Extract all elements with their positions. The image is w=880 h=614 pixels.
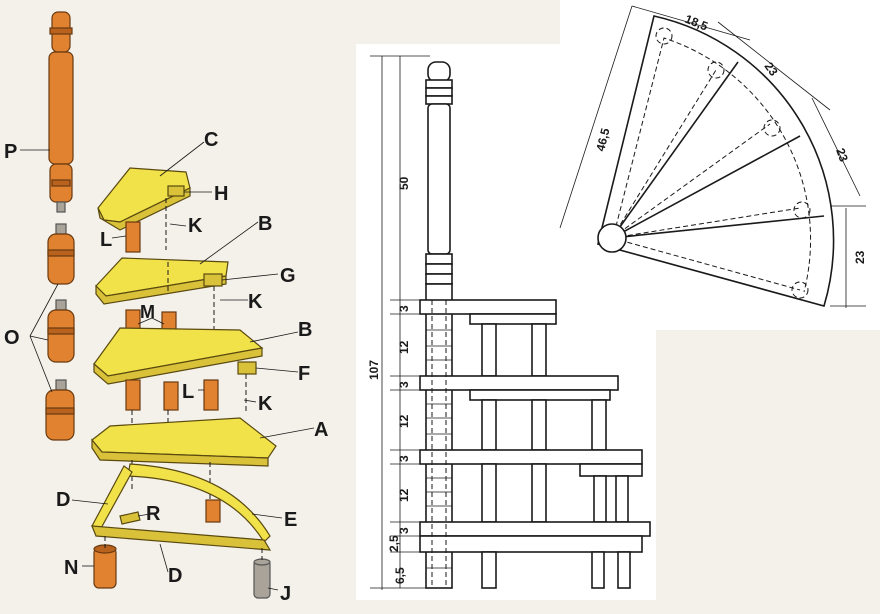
label-b-upper: B [258, 213, 272, 235]
side-tread-3 [419, 449, 643, 523]
part-labels: P C H L K B G K O M B F L K A D R E N D … [4, 129, 328, 605]
label-p: P [4, 141, 17, 163]
label-f: F [298, 363, 310, 385]
board-c [97, 167, 191, 253]
post-segments-o [45, 223, 75, 441]
label-d-left: D [56, 489, 70, 511]
plan-view: 46,5 18,5 23 23 23 [559, 0, 880, 330]
frame-base [91, 463, 272, 599]
label-b-lower: B [298, 319, 312, 341]
exploded-view: P C H L K B G K O M B F L K A D R E N D … [4, 11, 328, 605]
board-b-upper [95, 257, 229, 330]
dim-gap-2: 12 [397, 414, 411, 428]
dim-seg-3: 23 [853, 250, 867, 264]
dim-radius: 46,5 [593, 126, 612, 152]
label-r: R [146, 503, 161, 525]
dim-base-65: 6,5 [393, 567, 407, 584]
side-tread-1 [419, 299, 557, 377]
dim-tread-3: 3 [397, 455, 411, 462]
side-post [425, 61, 453, 589]
label-k-mid: K [248, 291, 263, 313]
label-l-top: L [100, 229, 112, 251]
dim-tread-2: 3 [397, 381, 411, 388]
label-e: E [284, 509, 297, 531]
side-dimensions: 50 107 3 12 3 12 3 12 3 2,5 6,5 [367, 176, 411, 584]
dim-small-25: 2,5 [387, 535, 401, 552]
dim-tread-4: 3 [397, 527, 411, 534]
label-a: A [314, 419, 328, 441]
label-d-bottom: D [168, 565, 182, 587]
label-l-mid: L [182, 381, 194, 403]
dim-post-top: 50 [397, 176, 411, 190]
label-o: O [4, 327, 20, 349]
post-p [48, 11, 74, 213]
leader-lines [20, 141, 315, 591]
dim-gap-1: 12 [397, 340, 411, 354]
board-b-lower [93, 327, 264, 440]
label-h: H [214, 183, 228, 205]
label-k-top: K [188, 215, 203, 237]
dim-tread-1: 3 [397, 305, 411, 312]
dim-total-height: 107 [367, 360, 381, 380]
label-m: M [140, 302, 155, 322]
dim-seg-2: 23 [833, 146, 851, 164]
board-a [91, 417, 277, 500]
label-n: N [64, 557, 78, 579]
side-tread-4 [419, 521, 651, 589]
label-k-low: K [258, 393, 273, 415]
label-g: G [280, 265, 296, 287]
label-c: C [204, 129, 218, 151]
label-j: J [280, 583, 291, 605]
dim-gap-3: 12 [397, 488, 411, 502]
